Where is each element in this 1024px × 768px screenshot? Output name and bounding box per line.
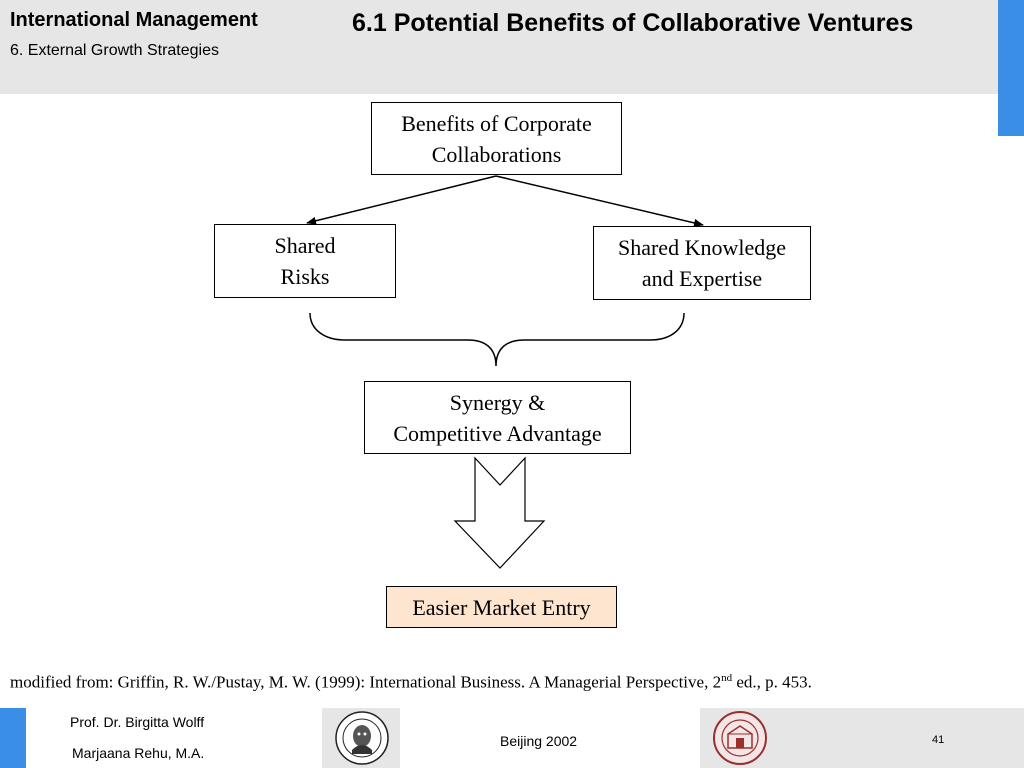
shared-knowledge-line2: and Expertise	[641, 266, 763, 291]
course-subtitle: 6. External Growth Strategies	[10, 42, 219, 59]
shared-risks-line1: Shared	[274, 233, 336, 258]
footer-author-panel	[26, 708, 322, 768]
footer-author-2: Marjaana Rehu, M.A.	[72, 745, 205, 761]
citation-superscript: nd	[721, 672, 733, 684]
header-accent-bar	[998, 0, 1024, 136]
footer-author-1: Prof. Dr. Birgitta Wolff	[70, 714, 205, 730]
shared-knowledge-line1: Shared Knowledge	[617, 235, 786, 260]
market-entry-box: Easier Market Entry	[386, 586, 617, 628]
footer-place-panel	[400, 708, 700, 768]
course-title: International Management	[10, 9, 258, 31]
benefits-box-line2: Collaborations	[431, 141, 562, 167]
synergy-box: Synergy & Competitive Advantage	[364, 381, 631, 454]
citation-tail: ed., p. 453.	[732, 672, 812, 692]
shared-knowledge-box: Shared Knowledge and Expertise	[593, 226, 811, 300]
down-block-arrow	[453, 456, 546, 569]
shared-risks-line2: Risks	[280, 264, 330, 289]
footer-place: Beijing 2002	[500, 733, 578, 749]
benefits-box: Benefits of Corporate Collaborations	[371, 102, 622, 175]
university-seal-2-icon	[713, 711, 767, 765]
market-entry-label: Easier Market Entry	[412, 594, 591, 620]
arrow-to-shared-knowledge	[495, 175, 704, 227]
slide-title: 6.1 Potential Benefits of Collaborative …	[352, 9, 914, 37]
page-number: 41	[932, 734, 945, 746]
shared-risks-box: Shared Risks	[214, 224, 396, 298]
slide-header	[0, 0, 998, 94]
citation-text: modified from: Griffin, R. W./Pustay, M.…	[10, 672, 722, 692]
merge-brace	[309, 312, 685, 367]
source-citation: modified from: Griffin, R. W./Pustay, M.…	[10, 672, 812, 693]
synergy-line1: Synergy &	[449, 389, 546, 415]
footer-accent-bar	[0, 708, 26, 768]
synergy-line2: Competitive Advantage	[393, 420, 602, 446]
benefits-box-line1: Benefits of Corporate	[401, 110, 592, 136]
university-seal-1-icon	[335, 711, 389, 765]
arrow-to-shared-risks	[306, 175, 497, 225]
footer-page-panel	[778, 708, 1024, 768]
